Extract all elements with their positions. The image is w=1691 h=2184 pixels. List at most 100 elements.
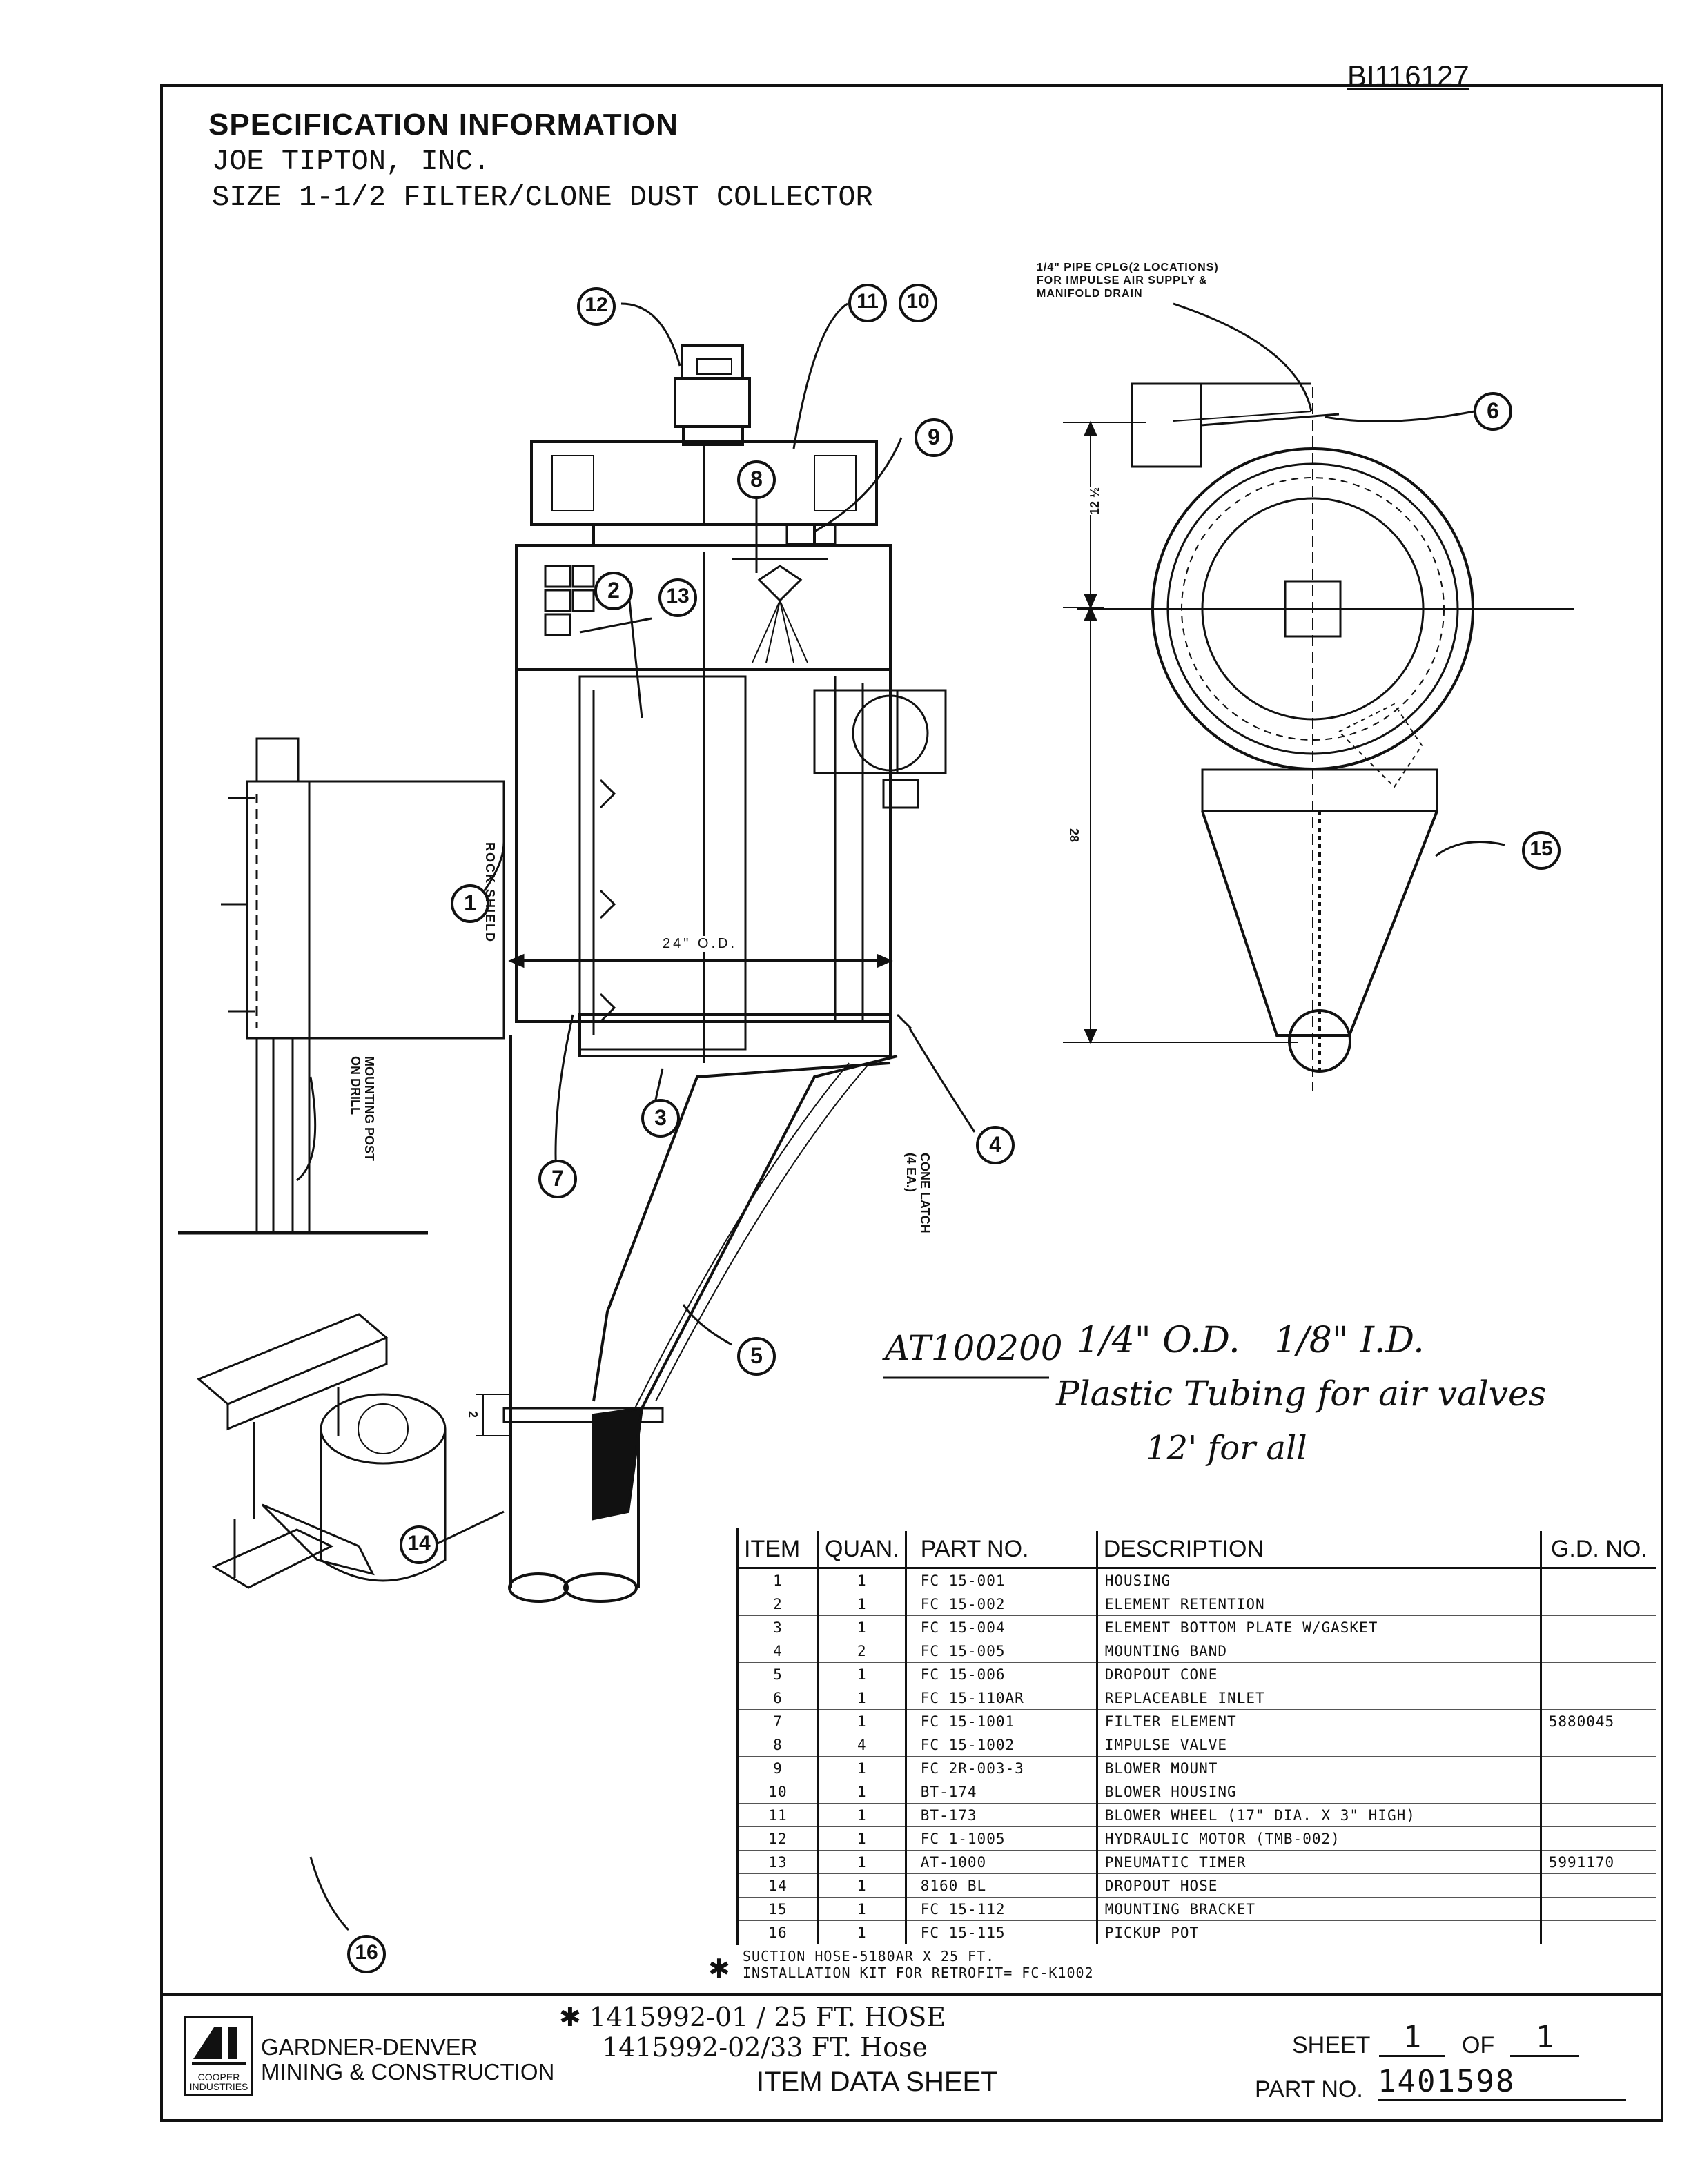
dim-12-half: 12 ½	[1088, 487, 1102, 515]
pipe-coupling-note: 1/4" PIPE CPLG(2 LOCATIONS) FOR IMPULSE …	[1037, 261, 1219, 300]
top-view	[1077, 382, 1574, 1091]
quan-cell: 1	[818, 1826, 907, 1851]
hose-kit-1: ✱ 1415992-01 / 25 FT. HOSE	[559, 2002, 946, 2032]
company-line-2: MINING & CONSTRUCTION	[261, 2059, 555, 2085]
collector-housing	[515, 552, 947, 1063]
quan-cell: 1	[818, 1897, 907, 1921]
item-cell: 6	[739, 1686, 819, 1710]
part-no-cell: FC 1-1005	[906, 1826, 1098, 1851]
description-cell: MOUNTING BRACKET	[1097, 1897, 1542, 1921]
col-part-no: PART NO.	[906, 1531, 1098, 1569]
top-view-dimensions	[1063, 420, 1298, 1044]
handwritten-part-number: AT100200	[885, 1328, 1063, 1368]
dropout-cone	[502, 1055, 898, 1521]
part-no-cell: FC 15-1001	[906, 1709, 1098, 1733]
balloon-11: 11	[857, 290, 879, 313]
gd-no-cell	[1541, 1756, 1656, 1780]
mounting-post-line-1: MOUNTING POST	[362, 1056, 376, 1161]
gd-no-cell	[1541, 1920, 1656, 1944]
gd-no-cell	[1541, 1803, 1656, 1827]
quan-cell: 1	[818, 1615, 907, 1639]
description-cell: MOUNTING BAND	[1097, 1639, 1542, 1663]
col-description: DESCRIPTION	[1097, 1531, 1542, 1569]
col-gd-no: G.D. NO.	[1541, 1531, 1656, 1569]
handwritten-tubing-length: 12' for all	[1146, 1429, 1307, 1468]
balloon-2: 2	[607, 578, 620, 603]
logo-mark-icon	[192, 2027, 246, 2065]
mounting-post-line-2: ON DRILL	[349, 1056, 362, 1115]
dropout-hose	[476, 1035, 640, 1603]
gd-no-cell	[1541, 1780, 1656, 1804]
quan-cell: 1	[818, 1920, 907, 1944]
parts-table: ITEM QUAN. PART NO. DESCRIPTION G.D. NO.…	[739, 1531, 1656, 1944]
gd-no-cell: 5991170	[1541, 1850, 1656, 1874]
balloon-9: 9	[928, 425, 940, 449]
document-id: BI116127	[1347, 59, 1469, 92]
mounting-post	[178, 737, 505, 1235]
gd-no-cell	[1541, 1568, 1656, 1592]
part-number: 1401598	[1378, 2064, 1626, 2101]
od-dimension	[508, 953, 893, 968]
dim-2: 2	[466, 1411, 480, 1418]
part-no-cell: BT-174	[906, 1780, 1098, 1804]
quan-cell: 1	[818, 1686, 907, 1710]
drawing-frame	[160, 84, 1663, 2122]
balloon-4: 4	[989, 1132, 1001, 1157]
retrofit-kit-note: INSTALLATION KIT FOR RETROFIT= FC-K1002	[743, 1964, 1094, 1981]
balloon-13: 13	[666, 585, 690, 607]
sheet-total: 1	[1510, 2020, 1579, 2057]
pipe-note-line-3: MANIFOLD DRAIN	[1037, 288, 1143, 300]
balloon-3: 3	[654, 1105, 667, 1130]
part-no-cell: FC 15-002	[906, 1592, 1098, 1616]
balloon-7: 7	[551, 1166, 564, 1191]
balloon-1: 1	[464, 890, 476, 915]
table-left-rule	[736, 1528, 739, 1945]
cone-latch-line-2: (4 EA.)	[904, 1153, 918, 1193]
quan-cell: 1	[818, 1592, 907, 1616]
gd-no-cell	[1541, 1897, 1656, 1921]
cone-latch-line-1: CONE LATCH	[918, 1153, 932, 1234]
callout-balloons	[347, 284, 1561, 1973]
quan-cell: 1	[818, 1803, 907, 1827]
rock-shield-label: ROCK SHIELD	[483, 842, 497, 944]
od-label: 24" O.D.	[663, 936, 738, 952]
pickup-pot	[197, 1313, 447, 1589]
quan-cell: 2	[818, 1639, 907, 1663]
handwritten-tubing-size: 1/4" O.D. 1/8" I.D.	[1077, 1320, 1425, 1361]
gd-no-cell	[1541, 1592, 1656, 1616]
description-cell: DROPOUT CONE	[1097, 1662, 1542, 1686]
balloon-16: 16	[355, 1941, 378, 1964]
item-cell: 12	[739, 1826, 819, 1851]
item-cell: 3	[739, 1615, 819, 1639]
customer-name: JOE TIPTON, INC.	[212, 145, 491, 178]
pipe-note-line-2: FOR IMPULSE AIR SUPPLY &	[1037, 275, 1208, 286]
part-no-cell: 8160 BL	[906, 1873, 1098, 1898]
quan-cell: 1	[818, 1850, 907, 1874]
gd-no-cell: 5880045	[1541, 1709, 1656, 1733]
gd-no-cell	[1541, 1662, 1656, 1686]
gd-no-cell	[1541, 1615, 1656, 1639]
gd-no-cell	[1541, 1873, 1656, 1898]
balloon-10: 10	[906, 290, 930, 313]
description-cell: BLOWER WHEEL (17" DIA. X 3" HIGH)	[1097, 1803, 1542, 1827]
description-cell: HOUSING	[1097, 1568, 1542, 1592]
part-no-cell: FC 15-001	[906, 1568, 1098, 1592]
item-cell: 15	[739, 1897, 819, 1921]
quan-cell: 1	[818, 1873, 907, 1898]
sheet-title: ITEM DATA SHEET	[756, 2067, 998, 2097]
part-no-cell: AT-1000	[906, 1850, 1098, 1874]
description-cell: ELEMENT BOTTOM PLATE W/GASKET	[1097, 1615, 1542, 1639]
gd-no-cell	[1541, 1733, 1656, 1757]
cone-latch-label: CONE LATCH (4 EA.)	[904, 1153, 932, 1234]
part-no-cell: FC 15-006	[906, 1662, 1098, 1686]
